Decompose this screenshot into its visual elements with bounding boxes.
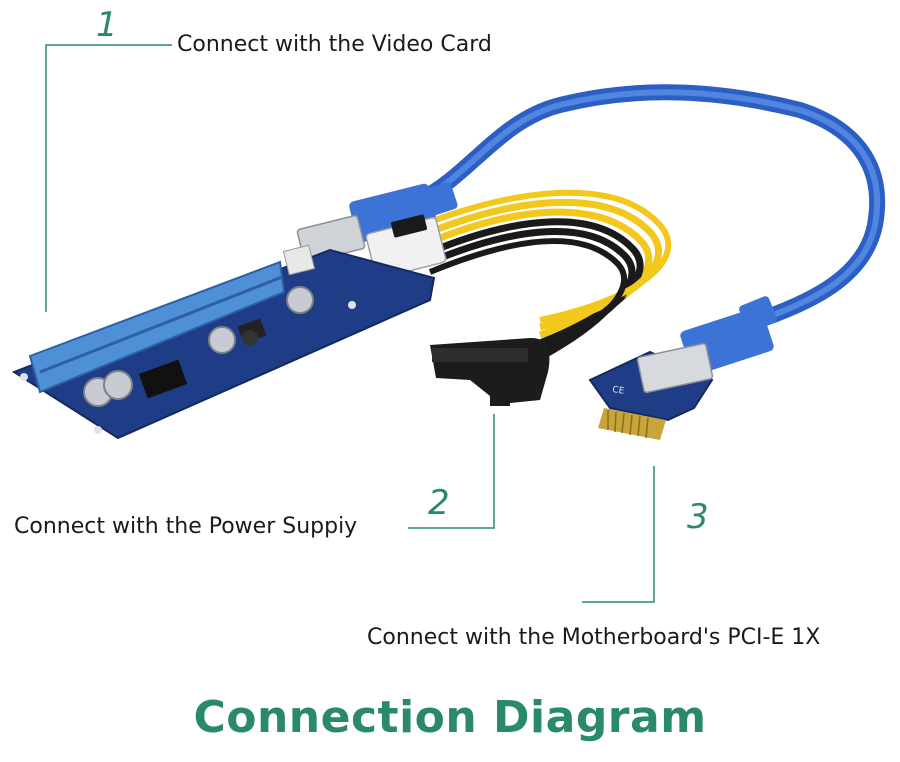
callout-label-2: Connect with the Power Suppiy [14, 514, 358, 539]
svg-text:CE: CE [612, 385, 626, 397]
callout-label-3: Connect with the Motherboard's PCI-E 1X [367, 625, 821, 650]
sata-power-connector-icon [430, 337, 550, 406]
pcie-16x-riser-board-icon [11, 244, 436, 440]
callout-number-2: 2 [428, 483, 450, 523]
power-cable-icon [365, 189, 672, 361]
leader-line-2 [408, 414, 495, 529]
leader-line-3 [582, 466, 655, 603]
callout-label-1: Connect with the Video Card [177, 32, 492, 57]
diagram-title: Connection Diagram [193, 692, 707, 743]
leader-lines [45, 44, 655, 603]
pcie-1x-adapter-card-icon: CE [588, 342, 714, 440]
leader-line-1 [45, 44, 172, 312]
callout-number-3: 3 [687, 497, 709, 537]
product-illustration: CE [11, 84, 886, 440]
callout-number-1: 1 [96, 5, 118, 45]
